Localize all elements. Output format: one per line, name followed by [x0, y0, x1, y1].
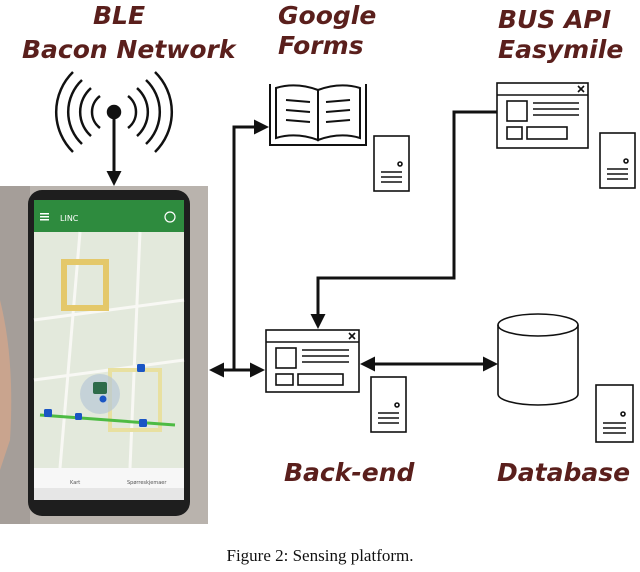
database-label: Database — [497, 458, 631, 487]
bus-marker[interactable] — [93, 382, 107, 394]
bus-label-line1: BUS API — [498, 5, 612, 34]
tab-map[interactable]: Kart — [70, 480, 80, 486]
help-icon[interactable] — [164, 211, 176, 223]
beacon-marker[interactable] — [75, 413, 82, 420]
google-label-line2: Forms — [278, 31, 364, 60]
google-forms-book-icon — [269, 84, 367, 146]
menu-icon[interactable] — [40, 213, 49, 215]
backend-window-icon — [265, 329, 360, 393]
server-icon — [595, 384, 634, 443]
ble-label-line2: Bacon Network — [22, 35, 236, 64]
bus-api-to-backend-arrow — [310, 110, 497, 329]
figure-caption: Figure 2: Sensing platform. — [226, 546, 414, 565]
bus-route-line — [39, 413, 176, 427]
beacon-marker[interactable] — [137, 364, 145, 372]
location-marker — [99, 395, 107, 403]
bus-label-line2: Easymile — [498, 35, 624, 64]
server-icon — [599, 132, 636, 189]
tab-survey[interactable]: Spørreskjemaer — [127, 480, 167, 486]
google-label-line1: Google — [278, 1, 377, 30]
server-icon — [370, 376, 407, 433]
ble-antenna-icon — [55, 71, 173, 153]
phone-to-google-forms-arrow — [232, 119, 269, 370]
beacon-marker[interactable] — [139, 419, 147, 427]
database-cylinder-icon — [497, 313, 579, 406]
bus-api-window-icon — [496, 82, 589, 149]
ble-label-line1: BLE — [93, 1, 146, 30]
server-icon — [373, 135, 410, 192]
backend-label: Back-end — [284, 458, 415, 487]
beacon-marker[interactable] — [44, 409, 52, 417]
smartphone: LINC Kart Spørreskjemaer — [0, 186, 208, 524]
app-title: LINC — [60, 214, 79, 223]
